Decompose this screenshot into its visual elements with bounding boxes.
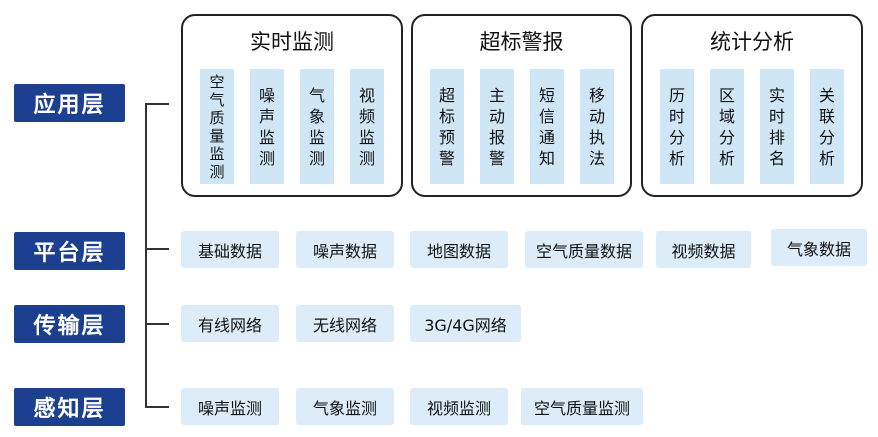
transport-item: 无线网络 <box>296 305 394 342</box>
perception-item: 视频监测 <box>410 388 508 425</box>
platform-item: 地图数据 <box>410 231 508 268</box>
app-item: 气象监测 <box>300 69 334 184</box>
platform-item: 噪声数据 <box>296 231 394 268</box>
app-item: 历时分析 <box>660 69 694 184</box>
platform-item: 视频数据 <box>656 231 751 268</box>
app-item: 实时排名 <box>760 69 794 184</box>
connector-transport <box>145 323 169 325</box>
group-title: 超标警报 <box>479 30 564 54</box>
perception-item: 空气质量监测 <box>521 388 643 425</box>
connector-application <box>145 103 169 105</box>
app-group-statistics: 统计分析 历时分析 区域分析 实时排名 关联分析 <box>641 14 863 197</box>
layer-label-perception: 感知层 <box>14 388 125 426</box>
app-item: 短信通知 <box>530 69 564 184</box>
connector-vertical-line <box>145 104 147 408</box>
app-item: 视频监测 <box>350 69 384 184</box>
platform-item: 空气质量数据 <box>525 231 643 268</box>
group-title: 实时监测 <box>250 30 334 54</box>
app-item: 区域分析 <box>710 69 744 184</box>
connector-platform <box>145 248 169 250</box>
app-item: 移动执法 <box>580 69 614 184</box>
platform-item: 气象数据 <box>771 229 867 266</box>
app-item: 关联分析 <box>810 69 844 184</box>
layer-label-transport: 传输层 <box>14 305 125 343</box>
app-group-realtime: 实时监测 空气质量监测 噪声监测 气象监测 视频监测 <box>181 14 403 197</box>
connector-perception <box>145 406 169 408</box>
app-item: 主动报警 <box>480 69 514 184</box>
layer-label-platform: 平台层 <box>14 232 125 270</box>
app-group-alarm: 超标警报 超标预警 主动报警 短信通知 移动执法 <box>411 14 632 197</box>
perception-item: 气象监测 <box>296 388 394 425</box>
transport-item: 有线网络 <box>181 305 279 342</box>
app-item: 空气质量监测 <box>200 69 234 184</box>
transport-item: 3G/4G网络 <box>410 305 521 342</box>
platform-item: 基础数据 <box>181 231 279 268</box>
perception-item: 噪声监测 <box>181 388 279 425</box>
layer-label-application: 应用层 <box>14 84 125 122</box>
app-item: 噪声监测 <box>250 69 284 184</box>
app-item: 超标预警 <box>430 69 464 184</box>
group-title: 统计分析 <box>710 30 794 54</box>
